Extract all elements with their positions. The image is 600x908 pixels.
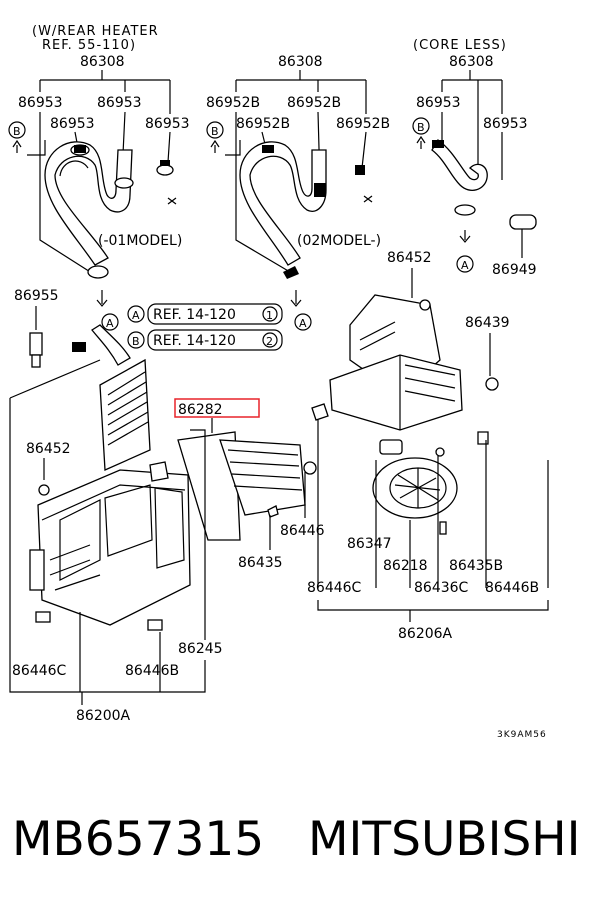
ref-callout-1: A REF. 14-120 1: [127, 303, 283, 325]
svg-text:2: 2: [266, 335, 273, 348]
part-label-86206a[interactable]: 86206A: [398, 626, 453, 642]
part-label-86452-left[interactable]: 86452: [26, 441, 71, 457]
part-label-86436c[interactable]: 86436C: [414, 580, 469, 596]
circle-a-marker-left: A: [101, 313, 119, 331]
part-label-86446b-right[interactable]: 86446B: [485, 580, 539, 596]
part-label-86952b-d[interactable]: 86952B: [336, 116, 390, 132]
part-label-86439[interactable]: 86439: [465, 315, 510, 331]
part-label-86446c-right[interactable]: 86446C: [307, 580, 362, 596]
parts-diagram: (W/REAR HEATER REF. 55-110) (CORE LESS) …: [8, 24, 549, 740]
part-label-86953-f[interactable]: 86953: [483, 116, 528, 132]
heater-unit-86200a: [29, 461, 191, 631]
part-label-86245[interactable]: 86245: [178, 641, 223, 657]
svg-text:B: B: [132, 335, 140, 348]
brand-name: MITSUBISHI: [308, 812, 581, 867]
svg-text:A: A: [106, 317, 114, 330]
part-label-86952b-c[interactable]: 86952B: [236, 116, 290, 132]
circle-a-marker-right: A: [461, 259, 469, 272]
circle-a-marker-mid: A: [294, 313, 312, 331]
part-label-86446-mid[interactable]: 86446: [280, 523, 325, 539]
part-label-86953-d[interactable]: 86953: [145, 116, 190, 132]
heater-core: [72, 324, 151, 471]
part-label-86308-left[interactable]: 86308: [80, 54, 125, 70]
part-label-86218[interactable]: 86218: [383, 558, 428, 574]
rear-heater-note-line2: REF. 55-110): [42, 38, 136, 53]
part-label-86953-e[interactable]: 86953: [416, 95, 461, 111]
model-note-01: (-01MODEL): [98, 233, 182, 249]
part-label-86446b-left[interactable]: 86446B: [125, 663, 179, 679]
hose-mid: [239, 141, 373, 279]
svg-text:B: B: [13, 125, 21, 138]
diagram-code: 3K9AM56: [497, 730, 547, 740]
footer: MB657315 MITSUBISHI: [0, 800, 600, 880]
rear-heater-note-line1: (W/REAR HEATER: [32, 24, 159, 39]
part-label-86952b-b[interactable]: 86952B: [287, 95, 341, 111]
part-label-86446c-left[interactable]: 86446C: [12, 663, 67, 679]
svg-text:A: A: [132, 309, 140, 322]
part-label-86308-right[interactable]: 86308: [449, 54, 494, 70]
part-number: MB657315: [12, 812, 265, 867]
air-filter-86282: [177, 431, 317, 541]
drain-plug-86955: [29, 332, 43, 368]
part-label-86308-mid[interactable]: 86308: [278, 54, 323, 70]
part-label-86953-b[interactable]: 86953: [97, 95, 142, 111]
svg-text:B: B: [417, 121, 425, 134]
blower-case: [329, 294, 499, 431]
part-label-86282[interactable]: 86282: [178, 402, 223, 418]
svg-text:B: B: [211, 125, 219, 138]
hose-right: A: [431, 139, 537, 273]
ref-callout-2: B REF. 14-120 2: [127, 329, 283, 351]
part-label-86435-mid[interactable]: 86435: [238, 555, 283, 571]
svg-text:REF. 14-120: REF. 14-120: [153, 307, 236, 323]
svg-text:REF. 14-120: REF. 14-120: [153, 333, 236, 349]
part-label-86949[interactable]: 86949: [492, 262, 537, 278]
svg-text:1: 1: [266, 309, 273, 322]
blower-motor-86218: [311, 403, 489, 535]
hose-left: [44, 141, 177, 279]
part-label-86953-a[interactable]: 86953: [18, 95, 63, 111]
part-label-86452-right[interactable]: 86452: [387, 250, 432, 266]
part-label-86435b[interactable]: 86435B: [449, 558, 503, 574]
highlight-box-86282: [174, 398, 260, 418]
core-less-note: (CORE LESS): [413, 38, 507, 53]
svg-text:A: A: [299, 317, 307, 330]
part-label-86347[interactable]: 86347: [347, 536, 392, 552]
part-label-86953-c[interactable]: 86953: [50, 116, 95, 132]
model-note-02: (02MODEL-): [297, 233, 381, 249]
part-label-86955[interactable]: 86955: [14, 288, 59, 304]
circle-b-marker-mid: B: [206, 121, 241, 156]
circle-b-marker-right: B: [412, 117, 430, 149]
part-label-86952b-a[interactable]: 86952B: [206, 95, 260, 111]
part-label-86200a[interactable]: 86200A: [76, 708, 131, 724]
circle-b-marker-left: B: [8, 121, 46, 156]
